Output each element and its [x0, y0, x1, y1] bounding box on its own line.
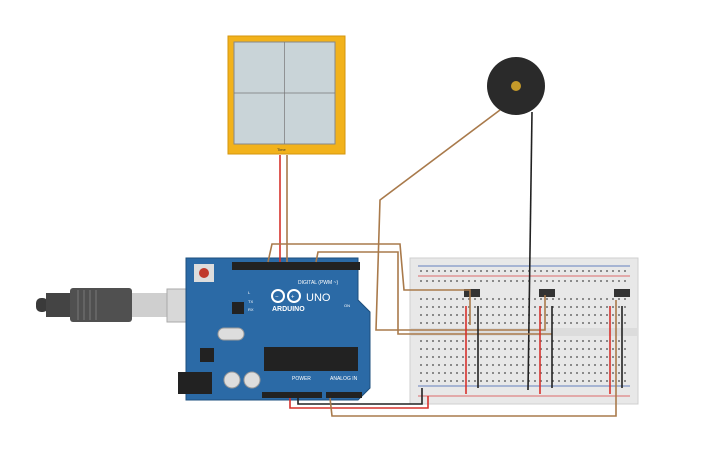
- wire-red[interactable]: [289, 396, 429, 409]
- analog-label: ANALOG IN: [330, 376, 358, 382]
- wires[interactable]: [267, 109, 623, 417]
- reset-button-cap[interactable]: [199, 268, 209, 278]
- slide-switch[interactable]: [464, 289, 480, 297]
- wire-brown[interactable]: [315, 251, 552, 335]
- power-jack: [178, 372, 212, 394]
- tx-label: TX: [248, 299, 253, 304]
- breadboard-holes: [420, 270, 626, 382]
- usb-plug-icon: [77, 290, 97, 320]
- capacitor: [243, 371, 261, 389]
- arduino-logo-icon: − +: [271, 289, 301, 303]
- digital-header: [232, 262, 360, 270]
- board-brand: ARDUINO: [272, 306, 305, 313]
- capacitor: [223, 371, 241, 389]
- usb-cable[interactable]: [36, 288, 194, 323]
- regulator: [200, 348, 214, 362]
- wire-black[interactable]: [527, 111, 533, 391]
- board-model: UNO: [306, 292, 331, 304]
- power-label: POWER: [292, 376, 311, 382]
- svg-text:+: +: [291, 295, 295, 301]
- on-label: ON: [344, 303, 350, 308]
- wire-brown[interactable]: [267, 243, 471, 325]
- digital-label: DIGITAL (PWM ~): [298, 280, 338, 286]
- oscilloscope-time-label: Time: [277, 147, 287, 152]
- wire-brown[interactable]: [375, 109, 546, 331]
- crystal: [217, 327, 245, 341]
- rx-label: RX: [248, 307, 254, 312]
- breadboard[interactable]: [409, 257, 639, 405]
- arduino-uno-board[interactable]: DIGITAL (PWM ~) − + UNO ARDUINO ON L TX …: [178, 257, 371, 401]
- wire-brown[interactable]: [329, 300, 617, 417]
- power-header: [262, 392, 322, 398]
- analog-header: [326, 392, 362, 398]
- piezo-buzzer[interactable]: [487, 57, 545, 115]
- slide-switch[interactable]: [539, 289, 555, 297]
- slide-switch[interactable]: [614, 289, 630, 297]
- small-chip: [232, 302, 244, 314]
- l-label: L: [248, 290, 251, 295]
- svg-text:−: −: [275, 295, 279, 301]
- atmega-chip: [264, 347, 358, 371]
- wire-black[interactable]: [297, 388, 423, 405]
- oscilloscope[interactable]: Time: [227, 35, 346, 155]
